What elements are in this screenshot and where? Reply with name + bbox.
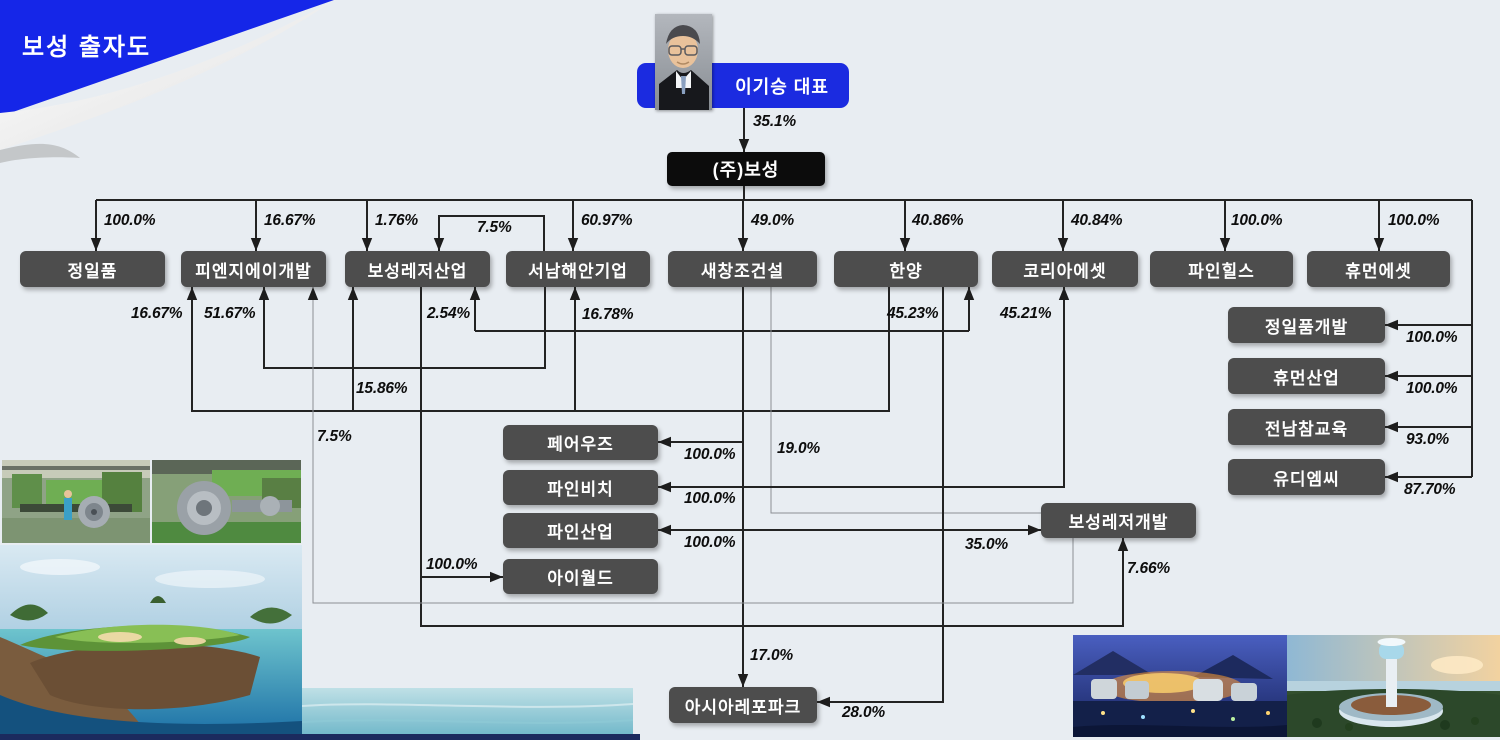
ownership-percent-label: 100.0% <box>684 446 736 463</box>
arrowhead <box>186 287 198 300</box>
ceo-label: 이기승 대표 <box>735 76 829 97</box>
company-node-seonam-coastal: 서남해안기업 <box>506 251 650 287</box>
company-node-boseong-leisure-devel: 보성레저개발 <box>1041 503 1196 538</box>
ownership-percent-label: 100.0% <box>1406 329 1458 346</box>
arrowhead <box>738 139 750 152</box>
ownership-percent-label: 15.86% <box>356 380 408 397</box>
ownership-percent-label: 60.97% <box>581 212 633 229</box>
arrowhead <box>490 571 503 583</box>
arrowhead <box>1028 524 1041 536</box>
arrowhead <box>1385 319 1398 331</box>
ownership-percent-label: 51.67% <box>204 305 256 322</box>
arrowhead <box>899 238 911 251</box>
ownership-percent-label: 87.70% <box>1404 481 1456 498</box>
arrowhead <box>90 238 102 251</box>
company-node-boseong-leisure-ind: 보성레저산업 <box>345 251 490 287</box>
ownership-percent-label: 49.0% <box>751 212 794 229</box>
arrowhead <box>469 287 481 300</box>
arrowhead <box>1058 287 1070 300</box>
ownership-percent-label: 40.86% <box>912 212 964 229</box>
ownership-percent-label: 1.76% <box>375 212 418 229</box>
arrowhead <box>1385 370 1398 382</box>
ownership-percent-label: 93.0% <box>1406 431 1449 448</box>
root-company-label: (주)보성 <box>712 160 780 180</box>
company-node-iworld: 아이월드 <box>503 559 658 594</box>
ownership-edge <box>263 287 546 369</box>
arrowhead <box>433 238 445 251</box>
ownership-percent-label: 16.78% <box>582 306 634 323</box>
title-banner <box>0 0 334 163</box>
ownership-percent-label: 100.0% <box>1388 212 1440 229</box>
company-node-jeonnam-chamgyoyuk: 전남참교육 <box>1228 409 1385 445</box>
ownership-percent-label: 40.84% <box>1071 212 1123 229</box>
company-node-asia-repo-park: 아시아레포파크 <box>669 687 817 723</box>
observation-tower-photo <box>1287 635 1500 737</box>
company-node-hanyang: 한양 <box>834 251 978 287</box>
ownership-percent-label: 16.67% <box>131 305 183 322</box>
ownership-percent-label: 45.21% <box>1000 305 1052 322</box>
arrowhead <box>1219 238 1231 251</box>
root-company-node: (주)보성 <box>667 152 825 186</box>
ceo-node: 이기승 대표 <box>637 63 849 108</box>
ownership-percent-label: 100.0% <box>684 490 736 507</box>
company-node-fairwoods: 페어우즈 <box>503 425 658 460</box>
arrowhead <box>963 287 975 300</box>
ownership-edge <box>191 287 890 412</box>
ownership-percent-label: 7.66% <box>1127 560 1170 577</box>
ownership-percent-label: 45.23% <box>887 305 939 322</box>
ceo-portrait-photo <box>655 14 712 110</box>
ownership-percent-label: 28.0% <box>842 704 885 721</box>
arrowhead <box>658 481 671 493</box>
arrowhead <box>1385 421 1398 433</box>
arrowhead <box>817 696 830 708</box>
ownership-edge <box>817 287 944 703</box>
company-node-pnga-devel: 피엔지에이개발 <box>181 251 326 287</box>
arrowhead <box>347 287 359 300</box>
industrial-plant-night-photo <box>1073 635 1287 737</box>
ownership-percent-label: 100.0% <box>1406 380 1458 397</box>
ownership-percent-label: 17.0% <box>750 647 793 664</box>
ownership-percent-label: 100.0% <box>1231 212 1283 229</box>
company-node-korea-asset: 코리아에셋 <box>992 251 1138 287</box>
ownership-percent-label: 16.67% <box>264 212 316 229</box>
arrowhead <box>658 524 671 536</box>
company-node-jungilpum-devel: 정일품개발 <box>1228 307 1385 343</box>
arrowhead <box>737 238 749 251</box>
company-node-udmc: 유디엠씨 <box>1228 459 1385 495</box>
factory-machinery-photo-2 <box>152 460 301 543</box>
arrowhead <box>1385 471 1398 483</box>
ownership-percent-label: 100.0% <box>684 534 736 551</box>
arrowhead <box>567 238 579 251</box>
coastal-golf-course-photo <box>0 545 302 737</box>
bottom-accent-bar <box>0 734 640 740</box>
ownership-percent-label: 35.0% <box>965 536 1008 553</box>
ownership-percent-label: 2.54% <box>427 305 470 322</box>
company-node-pine-hills: 파인힐스 <box>1150 251 1293 287</box>
ownership-percent-label: 7.5% <box>317 428 352 445</box>
ownership-percent-label: 100.0% <box>104 212 156 229</box>
ownership-percent-label: 7.5% <box>477 219 512 236</box>
arrowhead <box>250 238 262 251</box>
company-node-human-ind: 휴먼산업 <box>1228 358 1385 394</box>
ownership-percent-label: 35.1% <box>753 113 796 130</box>
sea-water-photo-strip <box>302 688 633 737</box>
company-node-saechangjo-const: 새창조건설 <box>668 251 817 287</box>
ownership-percent-label: 100.0% <box>426 556 478 573</box>
arrowhead <box>258 287 270 300</box>
arrowhead <box>569 287 581 300</box>
company-node-pine-ind: 파인산업 <box>503 513 658 548</box>
company-node-human-asset: 휴먼에셋 <box>1307 251 1450 287</box>
company-node-jungilpum: 정일품 <box>20 251 165 287</box>
arrowhead <box>1057 238 1069 251</box>
arrowhead <box>658 436 671 448</box>
arrowhead <box>737 674 749 687</box>
arrowhead <box>361 238 373 251</box>
company-node-pine-beach: 파인비치 <box>503 470 658 505</box>
arrowhead <box>307 287 319 300</box>
arrowhead <box>1373 238 1385 251</box>
arrowhead <box>1117 538 1129 551</box>
factory-machinery-photo-1 <box>2 460 150 543</box>
ownership-percent-label: 19.0% <box>777 440 820 457</box>
page-title: 보성 출자도 <box>22 34 152 61</box>
